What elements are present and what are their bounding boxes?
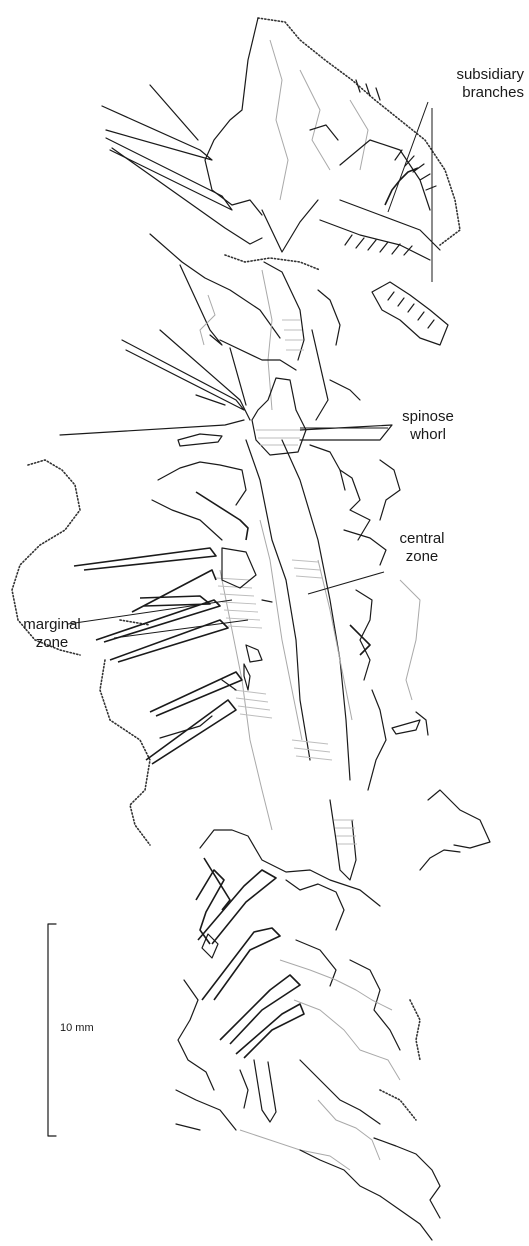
top-fragment: [102, 18, 460, 345]
scale-bar: [48, 924, 56, 1136]
subsidiary-leader-1: [388, 102, 428, 212]
marginal-label-line1: marginal: [8, 616, 96, 634]
subsidiary-label: subsidiary branches: [420, 66, 524, 102]
subsidiary-label-line2: branches: [420, 84, 524, 102]
central-label-line2: zone: [382, 548, 462, 566]
marginal-label: marginal zone: [8, 616, 96, 652]
subsidiary-label-line1: subsidiary: [420, 66, 524, 84]
spinose-label-line1: spinose: [388, 408, 468, 426]
central-label: central zone: [382, 530, 462, 566]
central-label-line1: central: [382, 530, 462, 548]
leader-lines: [68, 102, 432, 638]
spinose-label-line2: whorl: [388, 426, 468, 444]
scale-bar-label: 10 mm: [60, 1022, 94, 1034]
main-body-fragment: [12, 440, 490, 880]
spinose-label: spinose whorl: [388, 408, 468, 444]
marginal-label-line2: zone: [8, 634, 96, 652]
middle-fragment: [60, 234, 392, 490]
lower-fragment: [176, 830, 440, 1240]
central-leader: [308, 572, 384, 594]
